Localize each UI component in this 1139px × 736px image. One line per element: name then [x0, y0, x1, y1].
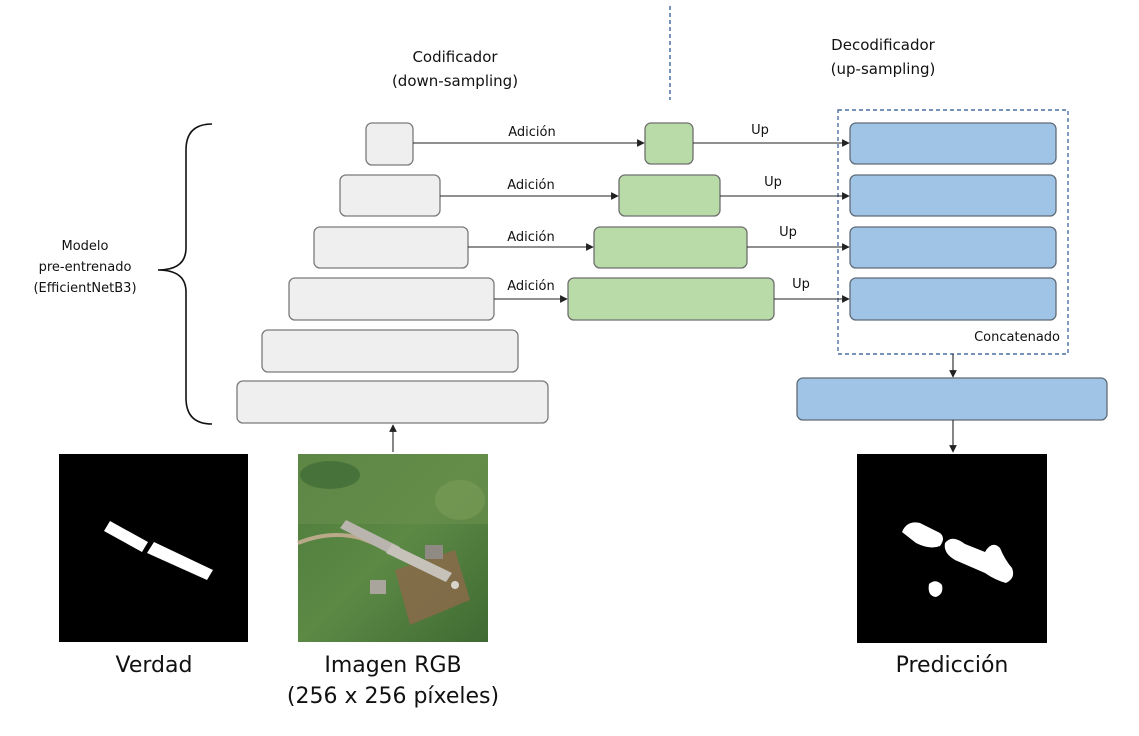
- up-label-1: Up: [751, 123, 769, 138]
- up-label-3: Up: [779, 225, 797, 240]
- skip-block-1: [644, 122, 694, 165]
- input-caption-line2: (256 x 256 píxeles): [287, 684, 499, 709]
- skip-label-1: Adición: [508, 125, 555, 140]
- decoder-block-2: [849, 174, 1057, 217]
- model-label-line2: pre-entrenado: [39, 260, 132, 275]
- up-label-4: Up: [792, 277, 810, 292]
- input-caption-line1: Imagen RGB: [324, 653, 461, 678]
- decoder-block-1: [849, 122, 1057, 165]
- skip-label-2: Adición: [507, 178, 554, 193]
- skip-block-2: [618, 174, 721, 217]
- encoder-block-1: [365, 122, 414, 166]
- truth-caption: Verdad: [116, 653, 193, 678]
- decoder-title: Decodificador: [831, 36, 935, 54]
- prediction-mask: [857, 454, 1047, 643]
- decoder-block-3: [849, 226, 1057, 269]
- encoder-title: Codificador: [412, 48, 498, 66]
- encoder-block-6: [236, 380, 549, 424]
- prediction-caption: Predicción: [896, 653, 1009, 678]
- encoder-block-3: [313, 226, 469, 269]
- model-label-line1: Modelo: [62, 239, 109, 254]
- decoder-block-4: [849, 277, 1057, 321]
- ground-truth-mask: [59, 454, 248, 642]
- decoder-subtitle: (up-sampling): [831, 60, 936, 78]
- encoder-block-2: [339, 174, 441, 217]
- encoder-subtitle: (down-sampling): [392, 72, 518, 90]
- up-label-2: Up: [764, 175, 782, 190]
- output-block: [796, 377, 1108, 421]
- encoder-block-5: [261, 329, 519, 373]
- concat-label: Concatenado: [974, 330, 1060, 345]
- skip-block-3: [593, 226, 748, 269]
- encoder-block-4: [288, 277, 495, 321]
- skip-label-3: Adición: [507, 230, 554, 245]
- skip-block-4: [567, 277, 775, 321]
- skip-label-4: Adición: [507, 279, 554, 294]
- encoder-brace: [157, 123, 213, 425]
- model-label-line3: (EfficientNetB3): [33, 281, 136, 296]
- rgb-input-image: [297, 454, 488, 642]
